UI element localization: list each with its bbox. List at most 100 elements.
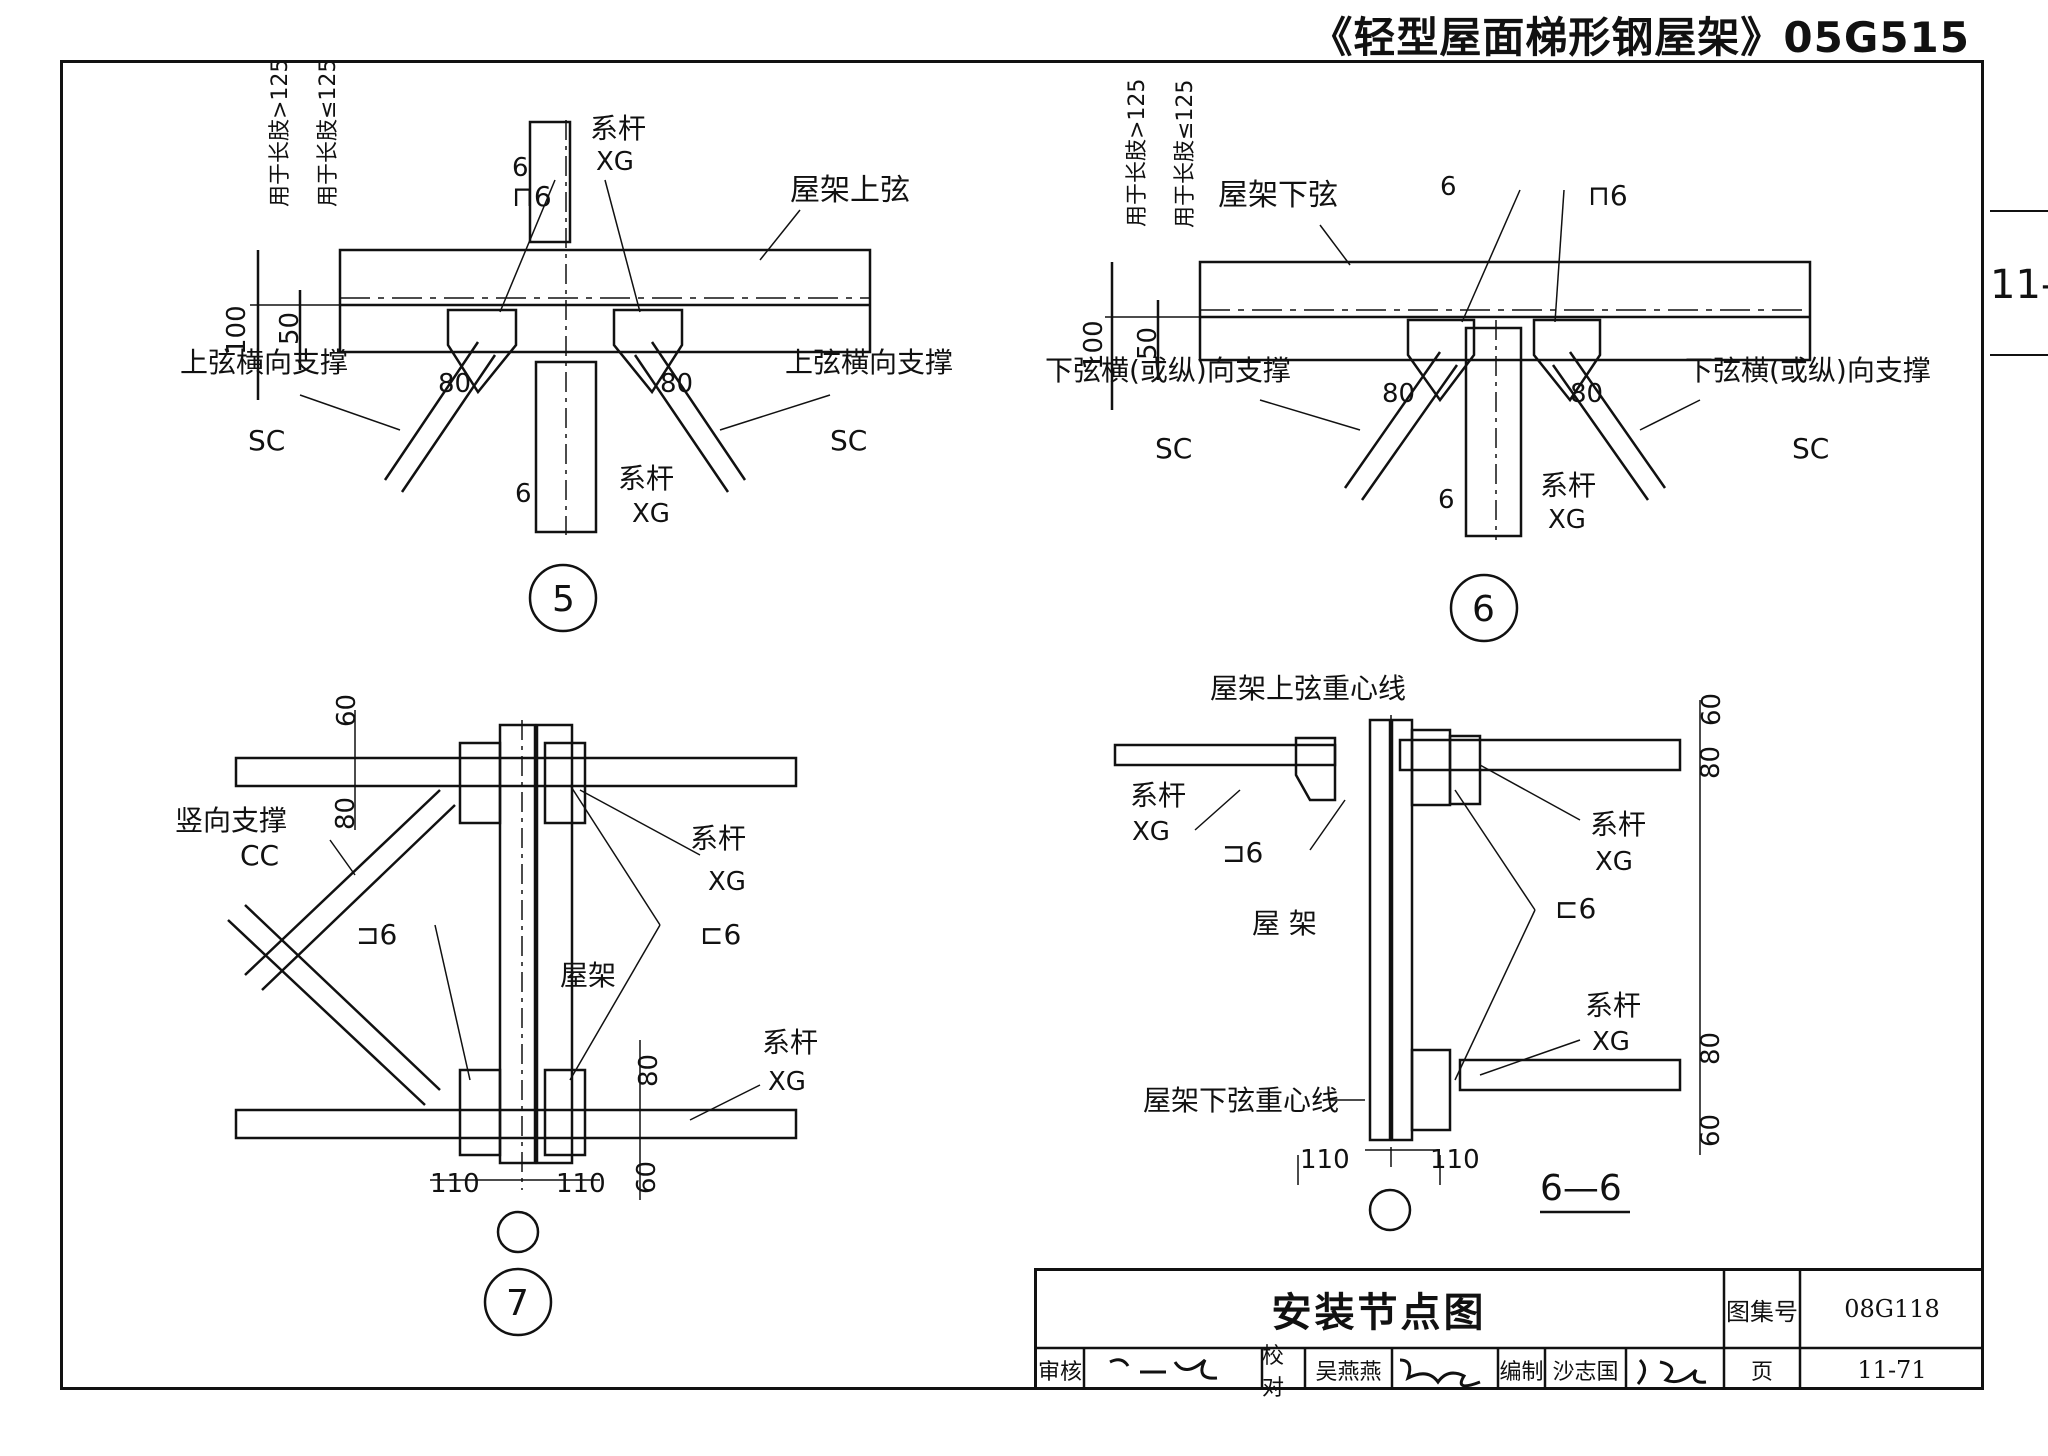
- d5-dim-100: 100: [222, 305, 252, 355]
- s66-dim-80-top: 80: [1696, 746, 1726, 779]
- d5-callout-circle: [528, 563, 598, 633]
- d7-vbrace-label: 竖向支撑: [175, 804, 287, 837]
- d5-tie-bottom-label: 系杆: [618, 462, 674, 495]
- side-tab-line-top: [1990, 210, 2048, 212]
- d5-brace-right-code: SC: [830, 424, 867, 457]
- s66-truss-left-angle: [1368, 718, 1392, 1142]
- detail-5: [250, 120, 872, 633]
- d6-tie-code: XG: [1548, 505, 1586, 535]
- d5-chord-label: 屋架上弦: [790, 173, 910, 208]
- d5-brace-right-label: 上弦横向支撑: [785, 346, 953, 379]
- d7-plate-br: [543, 1068, 587, 1157]
- side-tab-line-bottom: [1990, 354, 2048, 356]
- d7-tie-top: [234, 756, 798, 788]
- s66-weld-right: ⊏6: [1555, 892, 1596, 925]
- d7-tie-top-label: 系杆: [690, 822, 746, 855]
- d5-range-gt: 用于长肢>125: [268, 59, 293, 207]
- d7-truss-label: 屋架: [560, 959, 616, 992]
- s66-tie-left: [1113, 743, 1337, 767]
- drawing-frame: [60, 60, 1984, 1390]
- s66-tie-right2-label: 系杆: [1585, 989, 1641, 1022]
- drawing-title: 安装节点图: [1271, 1290, 1487, 1336]
- d5-brace-right: [633, 341, 747, 493]
- d6-dim-80-right: 80: [1570, 379, 1603, 409]
- d7-dim-60-top: 60: [332, 694, 362, 727]
- s66-dim-110-right: 110: [1430, 1145, 1480, 1175]
- d6-dim-100: 100: [1079, 320, 1109, 370]
- d7-callout-number: 7: [506, 1283, 529, 1324]
- d5-tie-bottom-code: XG: [632, 499, 670, 529]
- d5-tie-top-label: 系杆: [590, 112, 646, 145]
- d7-dim-110-left: 110: [430, 1169, 480, 1199]
- s66-section-label: 6—6: [1540, 1168, 1622, 1209]
- d5-dim-80-right: 80: [660, 369, 693, 399]
- d7-tie-bottom-label: 系杆: [762, 1026, 818, 1059]
- d5-gusset-left: [446, 308, 518, 395]
- d7-node-circle: [496, 1210, 540, 1254]
- d7-dim-110-right: 110: [556, 1169, 606, 1199]
- draw-label: 编制: [1499, 1360, 1544, 1385]
- d6-gusset-right: [1532, 318, 1602, 403]
- d6-brace-left-code: SC: [1155, 432, 1192, 465]
- d6-tie-label: 系杆: [1540, 469, 1596, 502]
- d7-vbrace-code: CC: [240, 839, 279, 872]
- d5-tie-top: [528, 120, 572, 244]
- s66-weld-left: ⊐6: [1222, 836, 1263, 869]
- s66-tie-right1-code: XG: [1595, 847, 1633, 877]
- s66-tie-right2-code: XG: [1592, 1027, 1630, 1057]
- d5-weld-symbol: ⊓6: [512, 180, 552, 213]
- s66-dim-80-bottom: 80: [1696, 1032, 1726, 1065]
- s66-truss-label: 屋 架: [1252, 907, 1317, 940]
- s66-dim-60-bottom: 60: [1696, 1114, 1726, 1147]
- detail-6: [1105, 189, 1812, 643]
- d7-dim-80-bottom: 80: [634, 1054, 664, 1087]
- atlas-number-label: 图集号: [1726, 1297, 1798, 1326]
- detail-7: [227, 710, 798, 1337]
- d7-plate-tr: [543, 741, 587, 825]
- s66-bot-cg-label: 屋架下弦重心线: [1143, 1084, 1339, 1117]
- side-page-number: 11-: [1990, 262, 2048, 308]
- d5-brace-left: [383, 341, 497, 493]
- d5-brace-left-code: SC: [248, 424, 285, 457]
- d5-callout-number: 5: [552, 579, 575, 620]
- review-label: 审核: [1037, 1360, 1082, 1385]
- d7-plate-bl: [458, 1068, 502, 1157]
- d7-plate-tl: [458, 741, 502, 825]
- checker-name: 吴燕燕: [1315, 1360, 1382, 1385]
- d7-tie-bottom-code: XG: [768, 1067, 806, 1097]
- d5-range-le: 用于长肢≤125: [316, 59, 341, 207]
- d6-bottom-chord: [1198, 260, 1812, 362]
- d5-tie-top-code: XG: [596, 147, 634, 177]
- d6-callout-circle: [1449, 573, 1519, 643]
- s66-gusset-left: [1294, 736, 1337, 802]
- d7-dim-80-top: 80: [331, 797, 361, 830]
- s66-tie-left-code: XG: [1132, 817, 1170, 847]
- d7-tie-bottom: [234, 1108, 798, 1140]
- d6-range-gt: 用于长肢>125: [1125, 79, 1150, 227]
- d7-callout-circle: [483, 1267, 553, 1337]
- d6-brace-right-code: SC: [1792, 432, 1829, 465]
- d7-dim-60-bottom: 60: [632, 1161, 662, 1194]
- section-6-6: [1113, 700, 1701, 1232]
- d6-dim-50: 50: [1133, 327, 1163, 360]
- d7-weld-right: ⊏6: [700, 918, 741, 951]
- d6-tie: [1464, 326, 1523, 538]
- d6-brace-left: [1343, 351, 1459, 501]
- s66-tie-right1-label: 系杆: [1590, 808, 1646, 841]
- s66-dim-60-top: 60: [1697, 693, 1727, 726]
- d6-dim-80-left: 80: [1382, 379, 1415, 409]
- d5-dim-50: 50: [275, 312, 305, 345]
- d6-section-mark-bottom: 6: [1438, 485, 1455, 515]
- atlas-number-value: 08G118: [1844, 1295, 1940, 1323]
- d5-dim-80-left: 80: [438, 369, 471, 399]
- d6-weld-symbol: ⊓6: [1588, 179, 1628, 212]
- d5-section-mark-bottom: 6: [515, 479, 532, 509]
- d5-gusset-right: [612, 308, 684, 395]
- page-value: 11-71: [1857, 1356, 1927, 1384]
- s66-dim-110-left: 110: [1300, 1145, 1350, 1175]
- d7-truss-right-angle: [535, 723, 574, 1165]
- d6-brace-left-label: 下弦横(或纵)向支撑: [1045, 354, 1291, 387]
- s66-plate-bottom: [1410, 1048, 1452, 1132]
- d5-section-mark-top: 6: [512, 153, 529, 183]
